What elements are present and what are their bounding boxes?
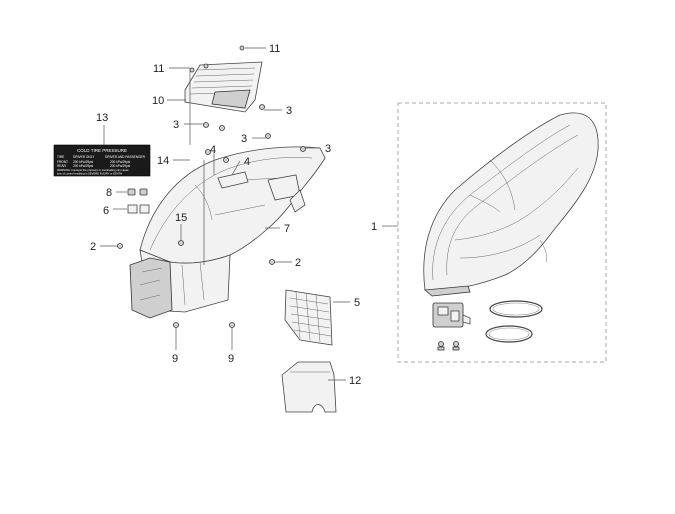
- decal-row1-col1: FRONT: [57, 160, 68, 164]
- cover-plate: [281, 361, 337, 413]
- callout-13: 13: [96, 112, 108, 124]
- seat-latch: [432, 302, 471, 328]
- callout-3-battery: 3: [286, 105, 292, 117]
- decal-warning-line2: loss of control resulting in SEVERE INJU…: [57, 172, 122, 176]
- decal-row2-col3: 200 kPa/29psi: [110, 164, 130, 168]
- seat-assembly-box: [397, 102, 607, 363]
- seat: [423, 112, 599, 297]
- callout-4-right: 4: [244, 156, 250, 168]
- decal-row2-col2: 200 kPa/29psi: [73, 164, 93, 168]
- callout-3-left: 3: [173, 119, 179, 131]
- callout-12: 12: [349, 375, 361, 387]
- mesh-panel: [284, 289, 333, 346]
- compartment-hardware: [117, 146, 306, 328]
- callout-3-middle: 3: [241, 133, 247, 145]
- callouts: 1 13 2 2 7 5 12 8 6 9 9 10 11 11 3 3 3 3…: [90, 43, 377, 387]
- callout-11-right: 11: [269, 43, 280, 55]
- battery-cover: [184, 45, 271, 139]
- decal-row1-col2: 200 kPa/29psi: [73, 160, 93, 164]
- callout-1: 1: [371, 221, 377, 233]
- decal-header-col1: TIRE: [57, 155, 64, 159]
- decal-row1-col3: 200 kPa/29psi: [110, 160, 130, 164]
- decal-header-col3: DRIVER AND PASSENGER: [105, 155, 146, 159]
- decal-title: COLD TIRE PRESSURE: [77, 148, 127, 153]
- callout-10: 10: [152, 95, 164, 107]
- callout-3-right: 3: [325, 143, 331, 155]
- callout-2-right: 2: [295, 257, 301, 269]
- callout-8: 8: [106, 187, 112, 199]
- seat-gaskets: [485, 300, 543, 343]
- callout-4-left: 4: [210, 144, 216, 156]
- decal-row2-col1: REAR: [57, 164, 67, 168]
- callout-11-left: 11: [153, 63, 164, 75]
- callout-15: 15: [175, 212, 187, 224]
- leader-lines: [100, 47, 398, 381]
- callout-14: 14: [157, 155, 169, 167]
- callout-9-right: 9: [228, 353, 234, 365]
- callout-7: 7: [284, 223, 290, 235]
- seat-screws: [437, 341, 460, 351]
- storage-compartment: [129, 146, 326, 319]
- decal-warning-line1: WARNING: Improper tire pressure or overl…: [57, 168, 129, 172]
- callout-2-left: 2: [90, 241, 96, 253]
- tire-pressure-decal: COLD TIRE PRESSURE TIRE DRIVER ONLY DRIV…: [53, 144, 151, 177]
- callout-5: 5: [354, 297, 360, 309]
- decal-header-col2: DRIVER ONLY: [73, 155, 95, 159]
- callout-6: 6: [103, 205, 109, 217]
- callout-9-left: 9: [172, 353, 178, 365]
